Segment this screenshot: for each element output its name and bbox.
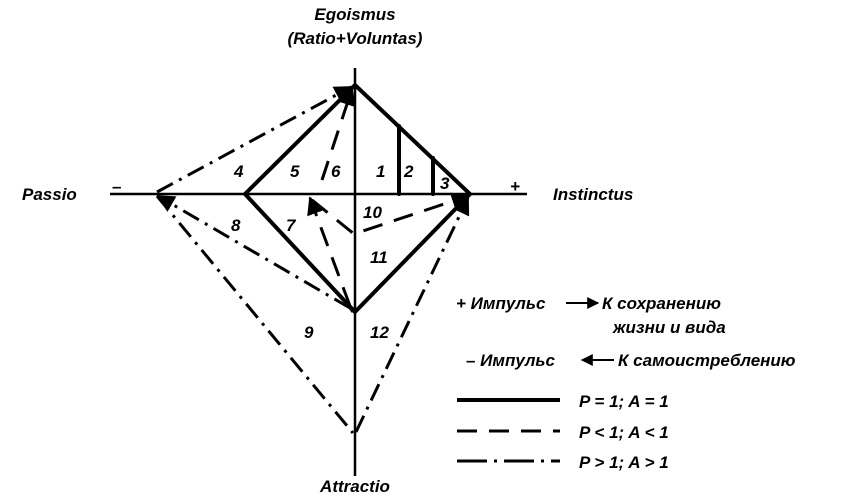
- region-4: 4: [233, 162, 244, 181]
- region-11: 11: [370, 248, 388, 267]
- region-5: 5: [290, 162, 300, 181]
- region-7: 7: [286, 216, 297, 235]
- dashdot-attractio-to-instinctus: [354, 196, 470, 433]
- legend-plus-target-2: жизни и вида: [612, 318, 726, 337]
- region-8: 8: [231, 216, 241, 235]
- legend-dashdot-label: P > 1; A > 1: [579, 453, 669, 472]
- solid-diamond: [242, 82, 473, 315]
- label-ratio-voluntas: (Ratio+Voluntas): [288, 29, 423, 48]
- dashdot-joint: [348, 307, 355, 313]
- region-2: 2: [403, 162, 414, 181]
- legend-minus-target: К самоистреблению: [618, 351, 796, 370]
- label-egoismus: Egoismus: [314, 5, 395, 24]
- label-instinctus: Instinctus: [553, 185, 633, 204]
- label-attractio: Attractio: [319, 477, 390, 496]
- legend-plus-target-1: К сохранению: [602, 294, 721, 313]
- label-minus-sign: –: [112, 177, 122, 196]
- legend-minus-impulse: – Импульс: [466, 351, 555, 370]
- region-12: 12: [370, 323, 389, 342]
- dashdot-to-passio: [156, 194, 351, 310]
- region-9: 9: [304, 323, 314, 342]
- label-passio: Passio: [22, 185, 77, 204]
- legend-plus-impulse: + Импульс: [456, 294, 546, 313]
- legend-solid-label: P = 1; A = 1: [579, 392, 669, 411]
- dashed-line-bottom-to-axis: [307, 196, 352, 307]
- region-10: 10: [363, 203, 382, 222]
- dashdot-passio-to-egoismus: [156, 85, 353, 194]
- dashed-line-to-instinctus: [311, 192, 470, 236]
- label-plus-sign: +: [510, 177, 520, 196]
- region-6: 6: [331, 162, 341, 181]
- region-1: 1: [376, 162, 385, 181]
- dashed-line-to-egoismus: [320, 87, 356, 181]
- region-3: 3: [440, 174, 450, 193]
- legend-dashed-label: P < 1; A < 1: [579, 423, 669, 442]
- dashdot-passio-to-attractio: [155, 195, 355, 434]
